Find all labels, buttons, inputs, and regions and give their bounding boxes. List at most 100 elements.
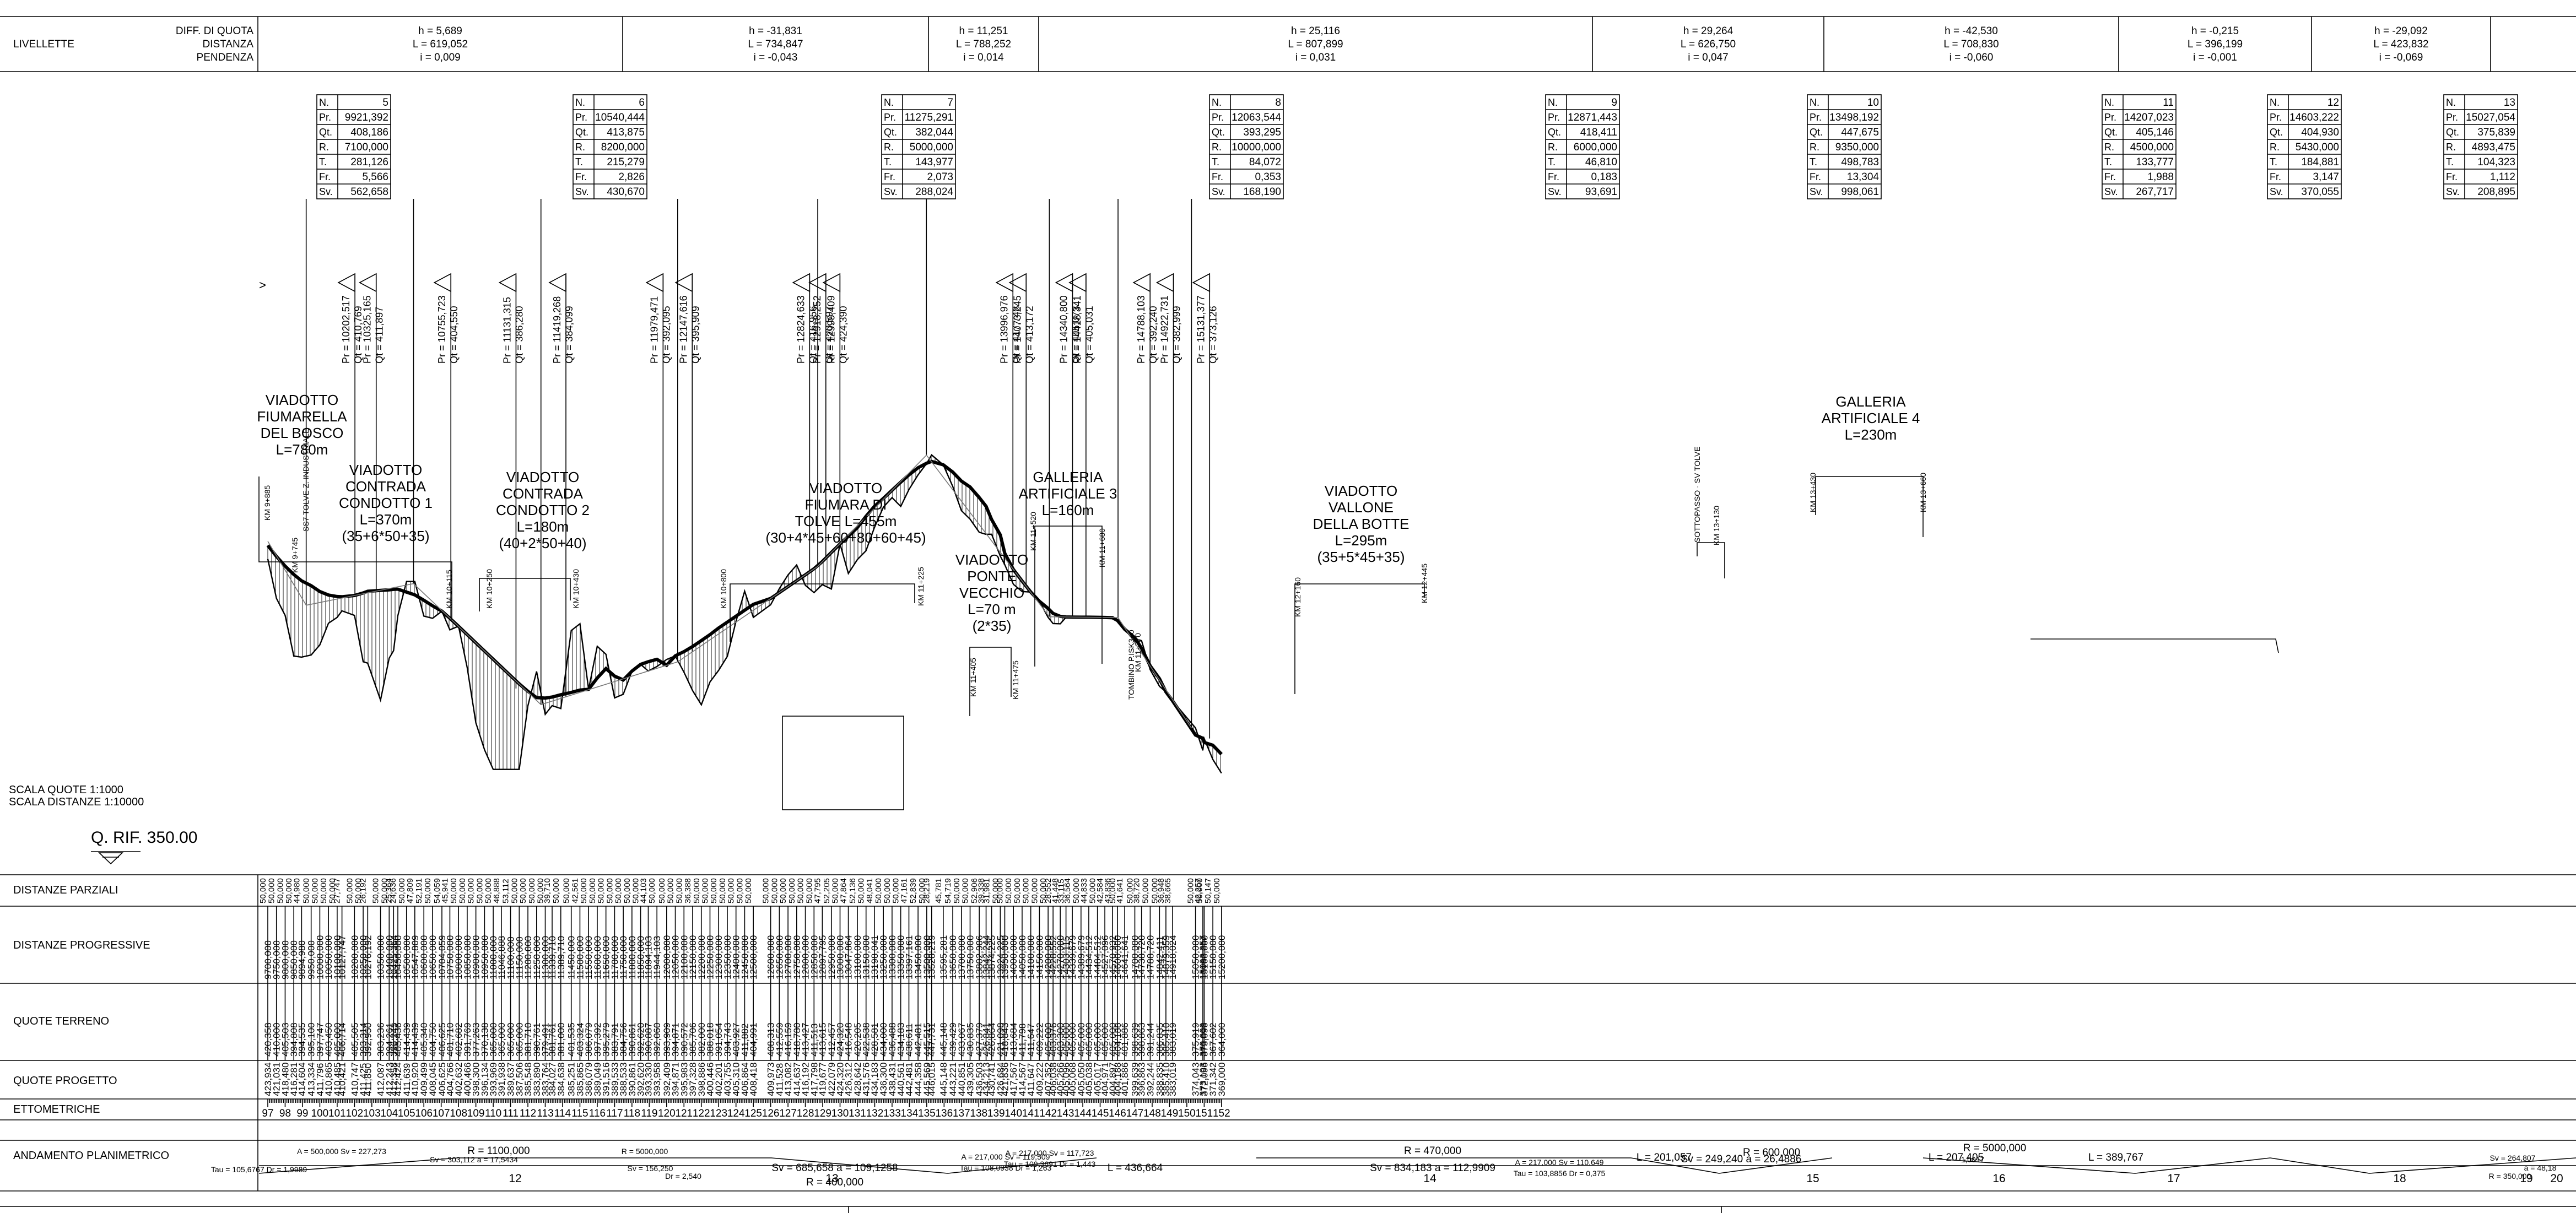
tangent-pr: Pr = 12824,633 bbox=[795, 295, 806, 364]
design-elevation: 406,625 bbox=[437, 1063, 447, 1096]
hectometric-label: 97 bbox=[262, 1108, 273, 1119]
livellette-i-value: i = 0,047 bbox=[1688, 52, 1728, 63]
progressive-distance: 12000,000 bbox=[662, 935, 672, 979]
design-elevation: 417,567 bbox=[1008, 1063, 1019, 1096]
progressive-distance: 11250,000 bbox=[532, 936, 542, 979]
hectometric-label: 106 bbox=[415, 1108, 433, 1119]
partial-distance: 50,000 bbox=[319, 878, 328, 903]
tangent-flag-icon bbox=[1192, 273, 1211, 293]
planimetric-label: R = 600,000 bbox=[1743, 1147, 1800, 1158]
vertex-key: N. bbox=[1810, 97, 1819, 108]
ground-elevation: 404,991 bbox=[748, 1023, 759, 1057]
progressive-distance: 9700,000 bbox=[263, 940, 273, 979]
progressive-distance: 14389,679 bbox=[1076, 935, 1087, 979]
progressive-distance: 10400,000 bbox=[384, 935, 395, 979]
progressive-distance: 10200,000 bbox=[349, 935, 360, 979]
livellette-h-value: h = 5,689 bbox=[418, 25, 462, 37]
tangent-pr: Pr = 12147,616 bbox=[678, 295, 689, 364]
ground-elevation: 428,581 bbox=[870, 1023, 880, 1057]
partial-distance: 50,000 bbox=[1150, 878, 1159, 903]
ground-elevation: 395,100 bbox=[306, 1023, 317, 1057]
partial-distance: 50,000 bbox=[527, 878, 537, 903]
partial-distance: 50,000 bbox=[666, 878, 676, 903]
design-elevation: 411,425 bbox=[358, 1063, 369, 1096]
partial-distance: 50,000 bbox=[762, 878, 771, 903]
vertex-value: 133,777 bbox=[2136, 156, 2174, 168]
structure-label-line: DELLA BOTTE bbox=[1313, 516, 1409, 532]
planimetric-label: Tau = 109,3691 Dr = 1,443 bbox=[1004, 1160, 1096, 1168]
ground-elevation: 365,000 bbox=[506, 1023, 516, 1057]
progressive-distance: 10547,809 bbox=[410, 935, 420, 979]
hectometric-label: 118 bbox=[624, 1108, 640, 1119]
design-elevation: 422,079 bbox=[827, 1063, 837, 1096]
design-elevation: 409,973 bbox=[766, 1063, 776, 1096]
ground-elevation: 426,841 bbox=[981, 1023, 992, 1057]
tangent-flag-icon bbox=[1008, 273, 1027, 293]
scale-distanze: SCALA DISTANZE 1:10000 bbox=[9, 796, 144, 808]
ground-elevation: 442,481 bbox=[913, 1023, 924, 1057]
design-elevation: 385,251 bbox=[566, 1063, 577, 1096]
vertex-key: Pr. bbox=[2446, 112, 2458, 123]
vertex-key: N. bbox=[1548, 97, 1558, 108]
ground-elevation: 414,439 bbox=[410, 1023, 420, 1057]
design-elevation: 414,604 bbox=[296, 1063, 307, 1096]
planimetric-label: L = 436,664 bbox=[1108, 1162, 1163, 1174]
tangent-pr: Pr = 11979,471 bbox=[649, 296, 660, 364]
vertex-table: N.13Pr.15027,054Qt.375,839R.4893,475T.10… bbox=[1191, 94, 2518, 728]
vertex-value: 562,658 bbox=[350, 186, 388, 198]
progressive-distance: 11700,000 bbox=[609, 936, 620, 979]
ground-elevation: 416,159 bbox=[783, 1023, 793, 1057]
design-elevation: 443,221 bbox=[948, 1063, 958, 1096]
ground-elevation: 393,909 bbox=[662, 1023, 672, 1057]
hectometric-label: 142 bbox=[1039, 1108, 1057, 1119]
design-elevation: 402,201 bbox=[714, 1063, 724, 1096]
vertex-value: 404,930 bbox=[2301, 127, 2339, 138]
km-label: KM 12+445 bbox=[1420, 564, 1429, 603]
progressive-distance: 13802,906 bbox=[974, 935, 985, 979]
partial-distance: 48,041 bbox=[865, 878, 874, 903]
design-elevation: 403,755 bbox=[722, 1063, 733, 1096]
ground-elevation: 377,263 bbox=[471, 1023, 482, 1057]
ground-elevation: 405,503 bbox=[280, 1023, 290, 1057]
vertex-key: N. bbox=[319, 97, 329, 108]
progressive-distance: 12450,000 bbox=[739, 935, 750, 979]
vertex-value: 375,839 bbox=[2477, 127, 2515, 138]
vertex-value: 12063,544 bbox=[1232, 112, 1281, 123]
hectometric-label: 117 bbox=[606, 1108, 623, 1119]
ground-elevation: 390,887 bbox=[643, 1023, 654, 1057]
design-elevation: 426,684 bbox=[995, 1063, 1006, 1096]
planimetric-segment bbox=[1922, 1157, 2136, 1174]
ground-elevation: 384,756 bbox=[618, 1023, 629, 1057]
tangent-flag-icon bbox=[359, 273, 377, 293]
partial-distance: 33,115 bbox=[1057, 879, 1066, 903]
partial-distance: 28,552 bbox=[1044, 878, 1053, 903]
progressive-distance: 12400,000 bbox=[731, 935, 742, 979]
progressive-distance: 11894,103 bbox=[643, 936, 654, 979]
design-elevation: 416,192 bbox=[801, 1063, 811, 1096]
partial-distance: 50,000 bbox=[519, 878, 528, 903]
design-elevation: 444,358 bbox=[913, 1063, 924, 1096]
planimetric-element-number: 16 bbox=[1992, 1172, 2005, 1185]
ground-elevation: 365,000 bbox=[514, 1023, 525, 1057]
design-elevation: 414,637 bbox=[792, 1063, 802, 1096]
ground-elevation: 405,000 bbox=[1108, 1023, 1118, 1057]
structure-label-line: (35+5*45+35) bbox=[1317, 549, 1405, 565]
ground-elevation: 367,602 bbox=[1208, 1023, 1218, 1057]
tangent-qt: Qt = 373,126 bbox=[1207, 306, 1218, 364]
partial-distance: 50,000 bbox=[579, 878, 588, 903]
progressive-distance: 14100,000 bbox=[1026, 935, 1036, 979]
progressive-distance: 13750,000 bbox=[965, 935, 976, 979]
vertex-value: 8 bbox=[1275, 97, 1281, 109]
